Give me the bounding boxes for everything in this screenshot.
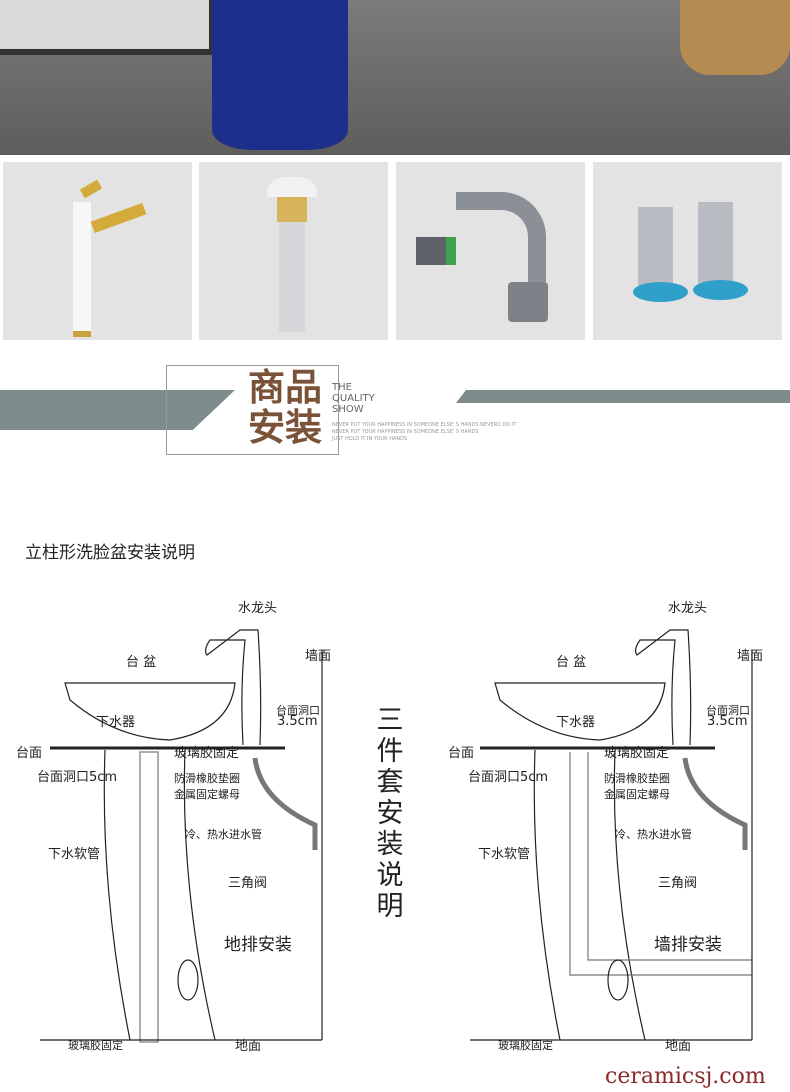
banner-tagline: JUST HOLD IT IN YOUR HANDS	[332, 436, 408, 442]
label-faucet: 水龙头	[238, 601, 278, 616]
product-hose-image	[396, 162, 585, 340]
label-basin: 台 盆	[126, 655, 157, 670]
section-title: 立柱形洗脸盆安装说明	[25, 543, 195, 563]
label-glue-bottom: 玻璃胶固定	[68, 1039, 123, 1052]
label-floor: 地面	[235, 1039, 262, 1054]
label-drain: 下水器	[556, 715, 596, 730]
label-angle-valve: 三角阀	[658, 876, 698, 891]
label-glue-bottom: 玻璃胶固定	[498, 1039, 553, 1052]
label-wall: 墙面	[737, 649, 764, 664]
label-counter-hole: 台面洞口	[276, 704, 320, 717]
banner-sub: SHOW	[332, 404, 364, 415]
label-counter: 台面	[448, 746, 475, 761]
banner-sub: QUALITY	[332, 393, 375, 404]
label-hole-size: 3.5cm	[707, 714, 748, 729]
label-wall: 墙面	[305, 649, 332, 664]
label-water-inlet: 冷、热水进水管	[185, 828, 262, 841]
label-nut: 金属固定螺母	[604, 788, 670, 801]
label-hole-size: 3.5cm	[277, 714, 318, 729]
banner-title-2: 安装	[248, 406, 322, 449]
banner-sub: THE	[332, 382, 352, 393]
label-hole-5cm: 台面洞口5cm	[468, 770, 549, 785]
label-faucet: 水龙头	[668, 601, 708, 616]
label-install-mode: 地排安装	[224, 935, 292, 955]
product-faucet-image	[3, 162, 192, 340]
watermark: ceramicsj.com	[605, 1064, 766, 1089]
banner-title-1: 商品	[248, 366, 322, 409]
banner-tagline: NEVER PUT YOUR HAPPINESS IN SOMEONE ELSE…	[332, 429, 479, 435]
label-water-inlet: 冷、热水进水管	[615, 828, 692, 841]
label-counter-hole: 台面洞口	[706, 704, 750, 717]
label-floor: 地面	[665, 1039, 692, 1054]
product-photo	[0, 0, 790, 155]
label-angle-valve: 三角阀	[228, 876, 268, 891]
label-gasket: 防滑橡胶垫圈	[174, 772, 240, 785]
diagram-floor-drain	[40, 629, 323, 1043]
product-angle-valve-image	[593, 162, 782, 340]
center-title: 三件套安装说明	[376, 705, 404, 922]
banner-tagline: NEVER PUT YOUR HAPPINESS IN SOMEONE ELSE…	[332, 422, 517, 428]
label-drain: 下水器	[96, 715, 136, 730]
label-drain-hose: 下水软管	[478, 847, 531, 862]
label-install-mode: 墙排安装	[654, 935, 722, 955]
diagram-wall-drain	[470, 629, 753, 1041]
label-gasket: 防滑橡胶垫圈	[604, 772, 670, 785]
label-basin: 台 盆	[556, 655, 587, 670]
product-drain-image	[199, 162, 388, 340]
label-drain-hose: 下水软管	[48, 847, 101, 862]
label-hole-5cm: 台面洞口5cm	[37, 770, 118, 785]
label-nut: 金属固定螺母	[174, 788, 240, 801]
label-counter: 台面	[16, 746, 43, 761]
label-glue: 玻璃胶固定	[174, 746, 240, 761]
label-glue: 玻璃胶固定	[604, 746, 670, 761]
